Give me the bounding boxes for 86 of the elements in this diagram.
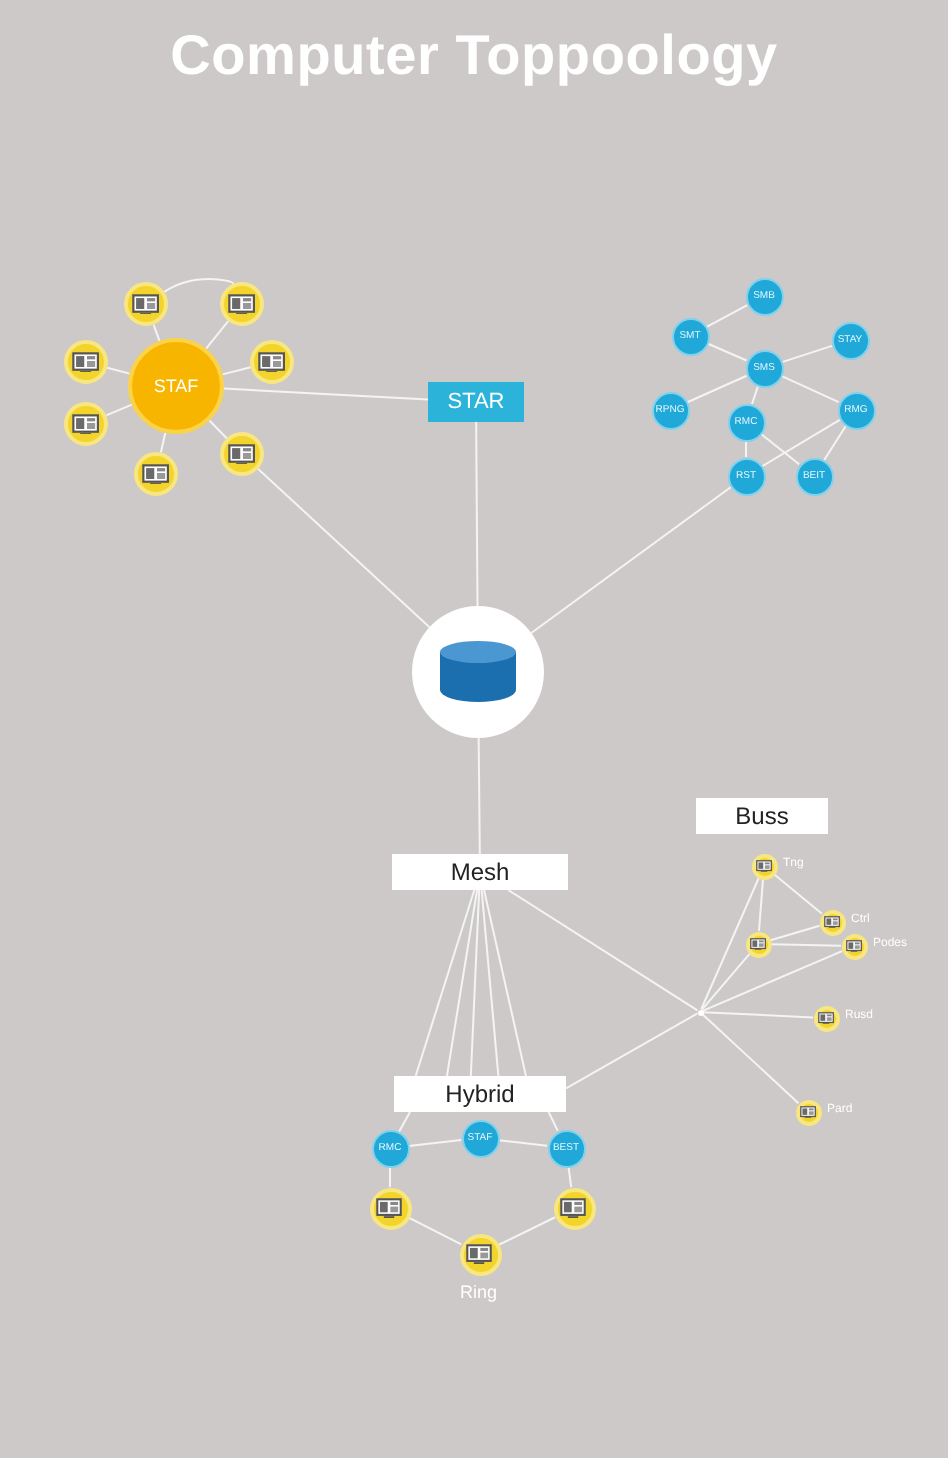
- computer-node: [220, 282, 264, 326]
- network-node: [547, 1129, 585, 1167]
- network-node: [461, 1119, 499, 1157]
- computer-node: [819, 909, 845, 935]
- connector-line: [483, 889, 527, 1077]
- connector-line: [507, 889, 699, 1012]
- connector-line: [701, 950, 844, 1012]
- connector-line: [497, 1216, 557, 1246]
- connector-line: [745, 440, 747, 458]
- computer-node: [124, 282, 168, 326]
- connector-line: [686, 374, 748, 404]
- connector-line: [759, 432, 801, 466]
- connector-line: [770, 943, 842, 947]
- connector-line: [567, 1165, 573, 1189]
- label-box: [428, 382, 524, 422]
- computer-node: [795, 1099, 821, 1125]
- connector-line: [469, 889, 481, 1077]
- computer-node: [553, 1187, 595, 1229]
- connector-line: [780, 374, 840, 404]
- connector-line: [477, 737, 481, 855]
- connector-line: [706, 342, 748, 362]
- connector-line: [497, 1139, 549, 1147]
- hub-circle: [128, 338, 224, 434]
- network-node: [671, 317, 709, 355]
- network-node: [651, 391, 689, 429]
- connector-line: [700, 876, 760, 1011]
- connector-line: [257, 467, 431, 629]
- connector-line: [530, 486, 732, 635]
- connector-line: [769, 924, 821, 942]
- computer-node: [813, 1005, 839, 1031]
- connector-line: [414, 889, 476, 1077]
- connector-line: [152, 323, 161, 342]
- connector-line: [823, 425, 847, 461]
- connector-line: [208, 419, 228, 440]
- connector-line: [222, 387, 429, 401]
- computer-node: [459, 1233, 501, 1275]
- connector-line: [106, 366, 131, 375]
- node-label: STAF: [153, 377, 199, 395]
- connector-line: [547, 1111, 559, 1132]
- computer-node: [64, 340, 108, 384]
- computer-node: [745, 931, 771, 957]
- computer-node: [751, 853, 777, 879]
- computer-node: [64, 402, 108, 446]
- connector-line: [445, 889, 479, 1077]
- connector-line: [221, 366, 252, 376]
- computer-node: [841, 933, 867, 959]
- connector-line: [701, 1013, 800, 1105]
- node-label: STAR: [447, 391, 505, 413]
- computer-node: [134, 452, 178, 496]
- computer-node: [220, 432, 264, 476]
- junction-point: [697, 1009, 703, 1015]
- connector-line: [205, 320, 230, 350]
- node-label: Mesh: [450, 860, 510, 884]
- network-node: [745, 349, 783, 387]
- connector-line: [751, 385, 759, 405]
- computer-node: [250, 340, 294, 384]
- computer-node: [369, 1187, 411, 1229]
- network-node: [831, 321, 869, 359]
- connector-line: [105, 403, 133, 417]
- connector-line: [761, 418, 841, 468]
- network-node: [727, 457, 765, 495]
- label-box: [394, 1076, 566, 1112]
- connector-line: [159, 431, 167, 454]
- connector-line: [705, 304, 749, 328]
- connector-line: [407, 1216, 463, 1246]
- connector-line: [565, 1012, 699, 1090]
- connector-line: [398, 1111, 411, 1133]
- network-node: [745, 277, 783, 315]
- network-node: [837, 391, 875, 429]
- connector-line: [480, 889, 500, 1077]
- connector-line: [163, 277, 235, 293]
- network-node: [727, 403, 765, 441]
- label-box: [392, 854, 568, 890]
- connector-line: [702, 1011, 814, 1019]
- connector-line: [773, 873, 823, 915]
- connector-line: [389, 1166, 391, 1188]
- connector-line: [700, 952, 751, 1011]
- connector-line: [407, 1139, 463, 1147]
- connector-line: [781, 344, 833, 364]
- connector-line: [475, 421, 479, 607]
- node-label: Buss: [735, 804, 789, 828]
- connector-line: [758, 877, 764, 933]
- node-label: Hybrid: [445, 1082, 515, 1106]
- network-node: [371, 1129, 409, 1167]
- network-node: [795, 457, 833, 495]
- label-box: [696, 798, 828, 834]
